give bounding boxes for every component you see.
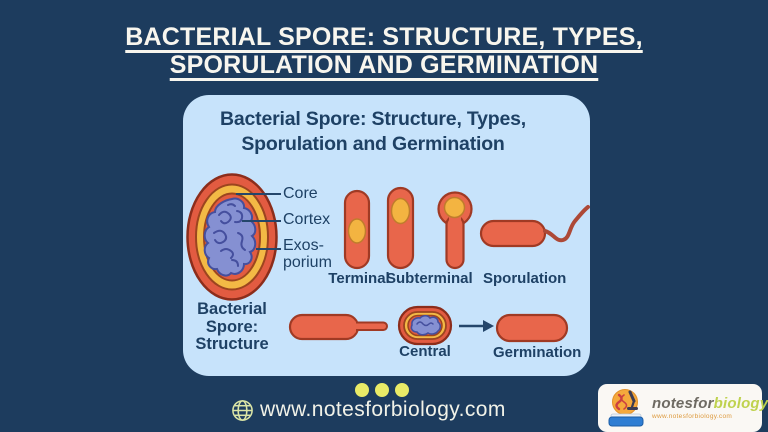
globe-icon [232, 399, 253, 421]
transition-arrow [459, 320, 494, 332]
germinating-rod-shape [288, 313, 388, 341]
brand-name-second: biology [713, 394, 768, 412]
card-title-line2: Sporulation and Germination [241, 133, 505, 155]
spore-structure-illustration [186, 173, 278, 301]
website-url: www.notesforbiology.com [260, 398, 506, 421]
flagellum-curve [543, 205, 590, 243]
subterminal-label: Subterminal [386, 270, 473, 287]
page-title: BACTERIAL SPORE: STRUCTURE, TYPES, SPORU… [0, 23, 768, 79]
page-title-line1: BACTERIAL SPORE: STRUCTURE, TYPES, [125, 23, 643, 51]
website-footer: www.notesforbiology.com [231, 398, 506, 422]
structure-pointer-lines [236, 193, 281, 250]
cortex-label: Cortex [283, 211, 331, 228]
drumstick-rod-shape [437, 191, 473, 270]
brand-logo-text: notesforbiology www.notesforbiology.com [652, 396, 768, 421]
dot [395, 383, 409, 397]
brand-logo-icon [608, 389, 644, 427]
brand-logo-badge: notesforbiology www.notesforbiology.com [598, 384, 768, 432]
page-title-line2: SPORULATION AND GERMINATION [169, 51, 599, 79]
card-title-line1: Bacterial Spore: Structure, Types, [219, 108, 527, 130]
card-title: Bacterial Spore: Structure, Types, Sporu… [183, 107, 563, 157]
brand-url: www.notesforbiology.com [652, 412, 733, 420]
sporulation-cell-shape [479, 205, 590, 248]
dot [375, 383, 389, 397]
central-label: Central [399, 343, 451, 360]
sporulation-label: Sporulation [483, 270, 567, 287]
spore-structure-caption: Bacterial Spore: Structure [195, 300, 269, 353]
germination-label: Germination [493, 344, 582, 361]
terminal-rod-shape [343, 189, 371, 270]
brand-name-first: notesfor [652, 394, 714, 412]
germination-cell-shape [495, 313, 569, 343]
dot [355, 383, 369, 397]
decorative-dots [355, 383, 409, 397]
core-label: Core [283, 185, 318, 202]
central-spore-shape [397, 305, 453, 346]
subterminal-rod-shape [386, 186, 415, 270]
core-wrinkle-lines [213, 203, 246, 267]
terminal-label: Terminal [328, 270, 390, 287]
exosporium-label: Exos- porium [283, 237, 332, 271]
microscope-glyph [627, 390, 638, 410]
